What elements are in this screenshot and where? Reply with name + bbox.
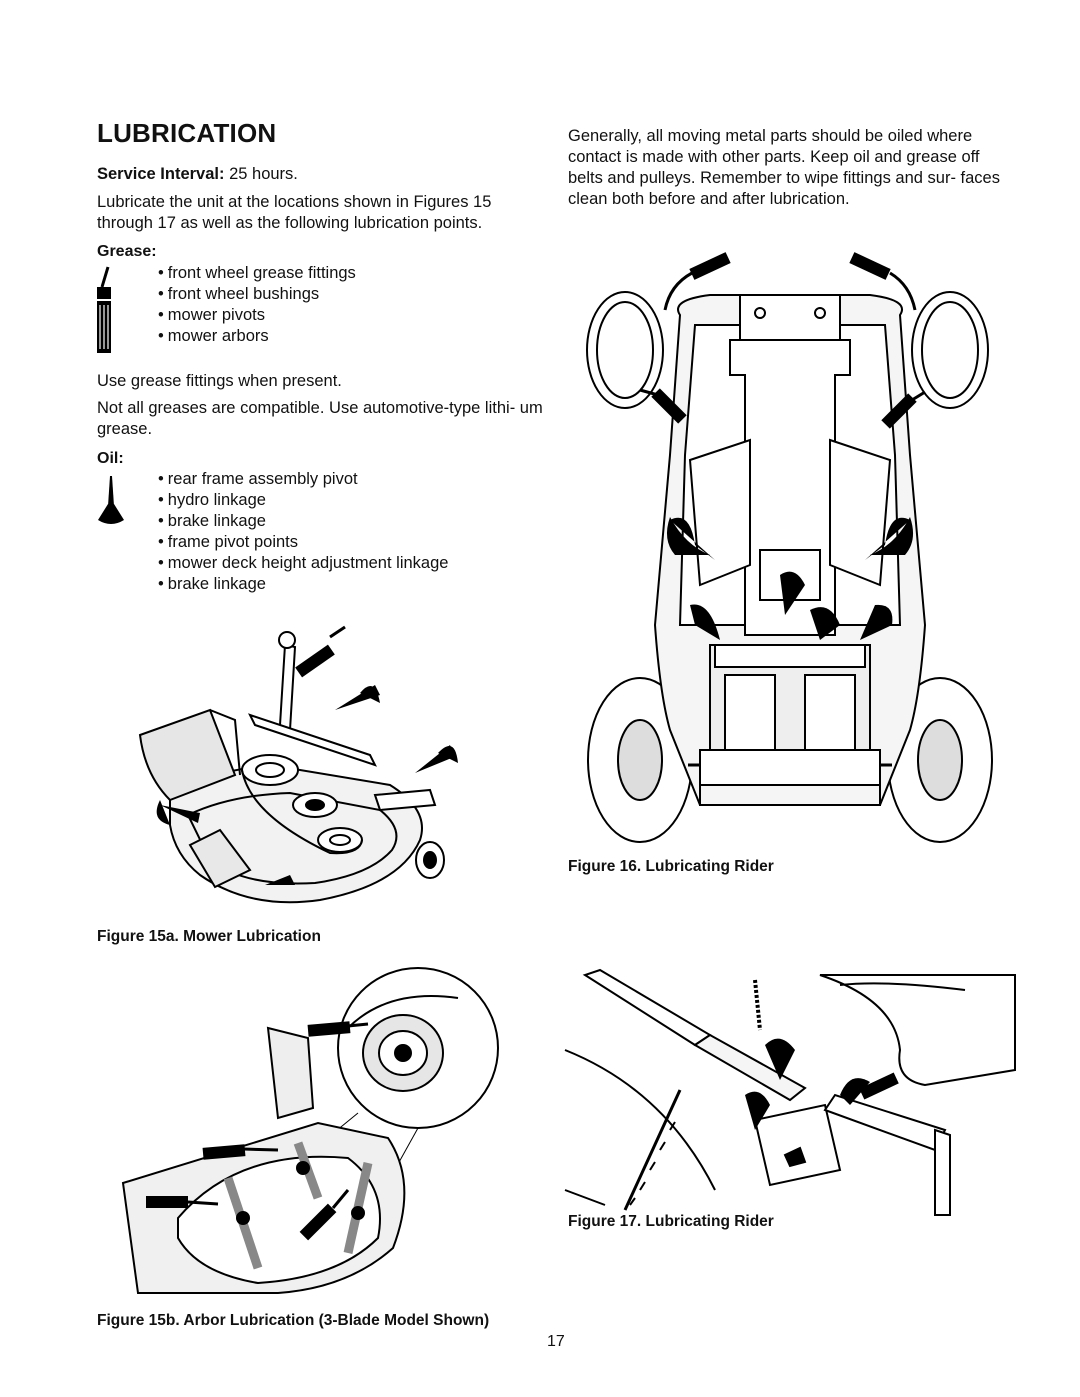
service-interval-label: Service Interval: — [97, 165, 225, 183]
grease-note-fittings: Use grease fittings when present. — [97, 372, 342, 390]
list-item: frame pivot points — [158, 532, 448, 553]
right-paragraph: Generally, all moving metal parts should… — [568, 127, 1000, 208]
rider-top-view-illustration — [586, 252, 993, 843]
page-heading: LUBRICATION — [97, 118, 277, 148]
oil-can-icon — [98, 476, 124, 524]
grease-list: front wheel grease fittings front wheel … — [158, 263, 356, 347]
oil-list: rear frame assembly pivot hydro linkage … — [158, 469, 449, 595]
list-item: mower arbors — [158, 326, 356, 347]
arbor-illustration — [121, 967, 499, 1294]
oil-heading: Oil: — [97, 450, 124, 467]
list-item: mower deck height adjustment linkage — [158, 553, 449, 574]
figure-17-caption: Figure 17. Lubricating Rider — [568, 1213, 774, 1230]
mower-deck-illustration — [138, 625, 458, 904]
list-item: rear frame assembly pivot — [158, 469, 448, 490]
grease-note-compatibility: Not all greases are compatible. Use auto… — [97, 399, 543, 438]
service-interval-value: 25 hours. — [229, 165, 298, 183]
figure-15b-caption: Figure 15b. Arbor Lubrication (3-Blade M… — [97, 1312, 490, 1329]
grease-gun-icon — [97, 266, 111, 353]
page-number: 17 — [547, 1333, 565, 1350]
list-item: brake linkage — [158, 511, 448, 532]
list-item: hydro linkage — [158, 490, 448, 511]
service-interval: Service Interval: 25 hours. — [97, 164, 298, 185]
list-item: brake linkage — [158, 574, 448, 595]
list-item: mower pivots — [158, 305, 356, 326]
grease-heading: Grease: — [97, 243, 157, 260]
list-item: front wheel bushings — [158, 284, 356, 305]
intro-paragraph: Lubricate the unit at the locations show… — [97, 193, 492, 232]
list-item: front wheel grease fittings — [158, 263, 356, 284]
figure-15a-caption: Figure 15a. Mower Lubrication — [97, 928, 321, 945]
rider-detail-illustration — [564, 968, 1016, 1216]
figure-16-caption: Figure 16. Lubricating Rider — [568, 858, 774, 875]
